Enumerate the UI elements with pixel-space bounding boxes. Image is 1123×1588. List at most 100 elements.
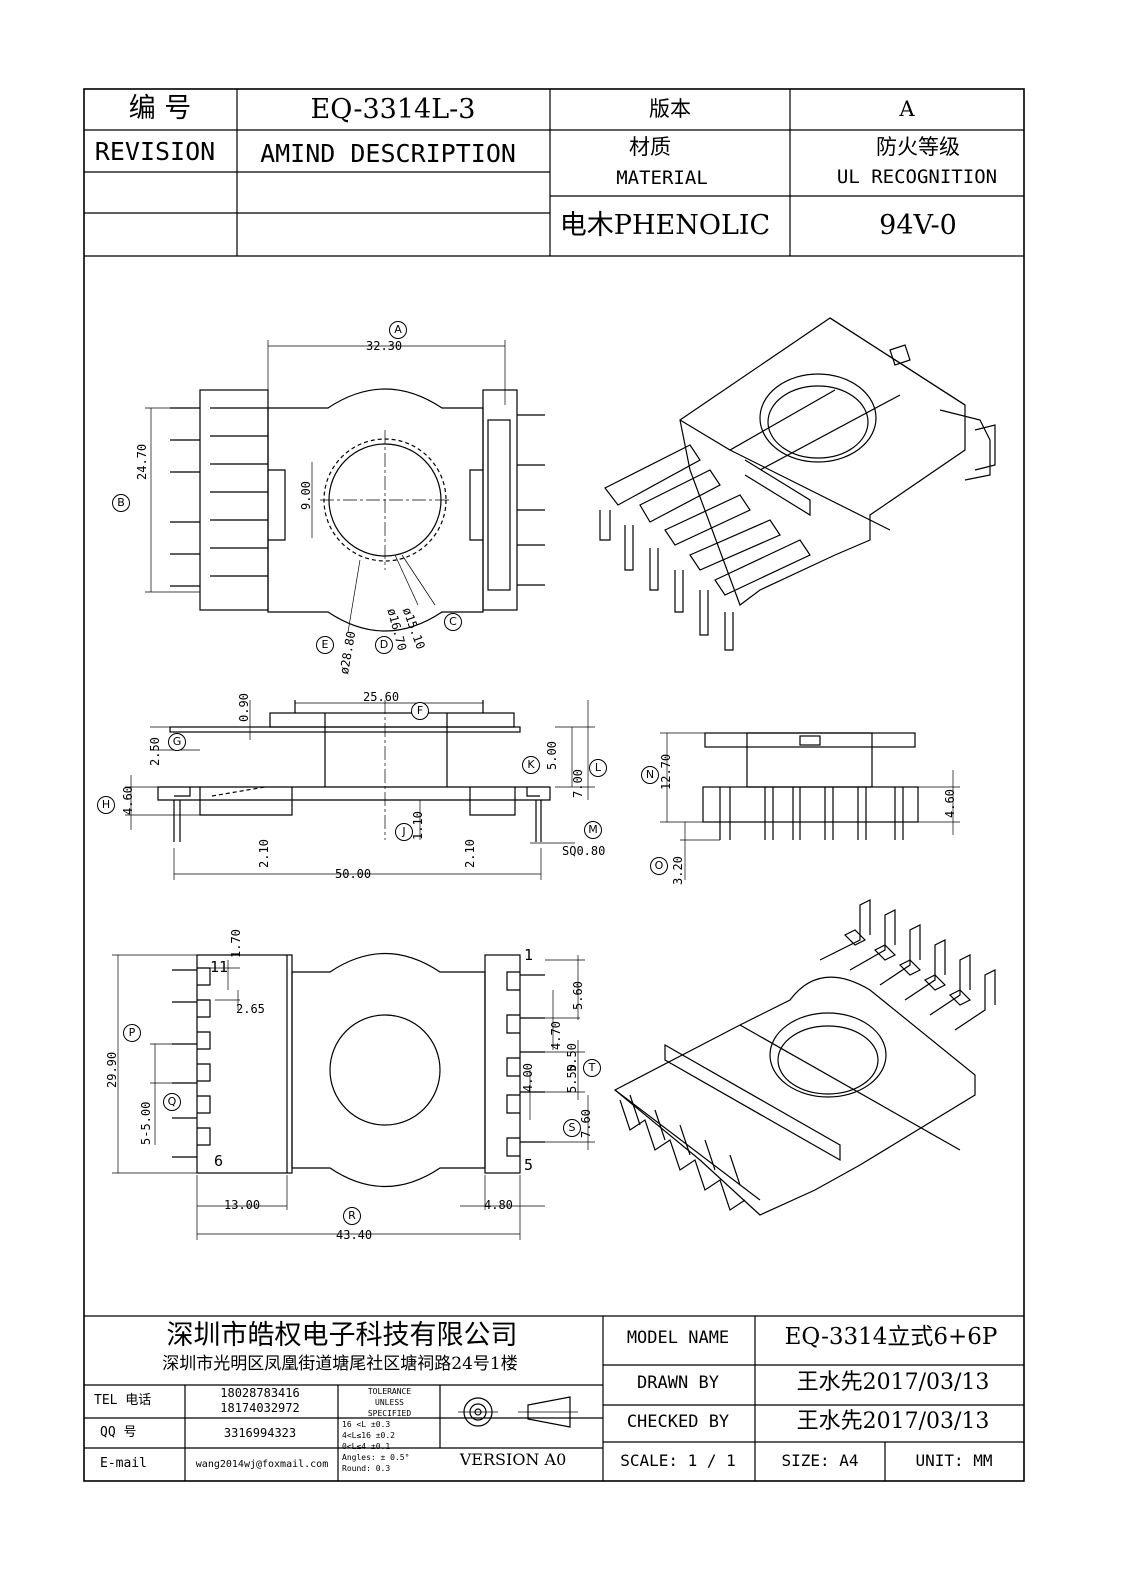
material-value: 电木PHENOLIC	[559, 210, 771, 241]
balloon-n: N	[641, 766, 659, 784]
top-view-dims	[145, 340, 506, 633]
front-view-dims	[125, 700, 595, 880]
dim-550-b: 5.50	[565, 1064, 579, 1093]
model-name-label: MODEL NAME	[626, 1328, 730, 1348]
bottom-view-dims	[112, 954, 595, 1240]
dim-560: 5.60	[571, 981, 585, 1010]
sheet-frame	[83, 88, 1025, 1482]
version-label: 版本	[649, 97, 691, 121]
side-view-dims	[660, 732, 960, 880]
title-block-grid	[84, 1315, 1024, 1481]
dim-q: 5-5.00	[139, 1101, 153, 1145]
balloon-t: T	[583, 1059, 601, 1077]
size-text: SIZE: A4	[781, 1451, 859, 1470]
dim-170: 1.70	[229, 929, 243, 958]
amend-description-label: AMIND DESCRIPTION	[260, 139, 516, 168]
tel-label: TEL 电话	[94, 1393, 152, 1408]
version-value: A	[899, 97, 915, 121]
dim-g: 2.50	[148, 737, 162, 766]
dim-460-side: 4.60	[943, 789, 957, 818]
dim-h: 4.60	[121, 786, 135, 815]
company-address: 深圳市光明区凤凰街道塘尾社区塘祠路24号1楼	[162, 1354, 518, 1374]
bottom-view-outline	[172, 952, 545, 1188]
top-view-outline	[170, 388, 545, 632]
balloon-d: D	[375, 636, 393, 654]
balloon-j: J	[395, 823, 413, 841]
dim-090: 0.90	[237, 693, 251, 722]
tel-number-1: 18028783416	[220, 1386, 300, 1400]
balloon-r: R	[343, 1207, 361, 1225]
balloon-b: B	[112, 494, 130, 512]
dim-j: 1.10	[411, 811, 425, 840]
tolerance-line: 16 <L ±0.3	[342, 1420, 391, 1429]
dim-m: SQ0.80	[562, 844, 606, 858]
balloon-h: H	[97, 796, 115, 814]
material-label-cn: 材质	[629, 135, 671, 159]
isometric-view-top	[599, 317, 996, 651]
company-name: 深圳市皓权电子科技有限公司	[166, 1320, 518, 1351]
qq-number: 3316994323	[223, 1426, 297, 1440]
email-value: wang2014wj@foxmail.com	[195, 1459, 329, 1470]
dim-k: 5.00	[545, 741, 559, 770]
unit-text: UNIT: MM	[915, 1451, 993, 1470]
pin-number-11: 11	[210, 958, 229, 976]
balloon-s: S	[563, 1119, 581, 1137]
qq-label: QQ 号	[100, 1425, 137, 1440]
checked-by-value: 王水先2017/03/13	[796, 1409, 990, 1434]
dim-760: 7.60	[579, 1109, 593, 1138]
dim-p: 29.90	[105, 1051, 119, 1088]
tel-number-2: 18174032972	[220, 1401, 300, 1415]
dim-9: 9.00	[299, 481, 313, 510]
dim-r: 43.40	[336, 1228, 373, 1242]
balloon-a: A	[389, 321, 407, 339]
tolerance-line: Angles: ± 0.5°	[342, 1453, 410, 1462]
dim-n: 12.70	[659, 753, 673, 790]
tolerance-line: 4<L≤16 ±0.2	[342, 1431, 395, 1440]
header-grid	[84, 89, 1024, 257]
drawn-by-value: 王水先2017/03/13	[796, 1370, 990, 1395]
balloon-k: K	[522, 756, 540, 774]
ul-label-en: UL RECOGNITION	[836, 166, 998, 188]
front-view-outline	[157, 700, 551, 842]
tolerance-line: SPECIFIED	[367, 1409, 412, 1418]
scale-text: SCALE: 1 / 1	[620, 1451, 736, 1470]
model-name-value: EQ-3314立式6+6P	[784, 1324, 998, 1350]
ul-label-cn: 防火等级	[876, 135, 960, 159]
material-label-en: MATERIAL	[616, 167, 708, 189]
pin-number-6: 6	[214, 1152, 224, 1170]
pin-number-5: 5	[524, 1156, 534, 1174]
dim-480: 4.80	[484, 1198, 513, 1212]
dim-1300: 13.00	[224, 1198, 261, 1212]
dim-b: 24.70	[135, 443, 149, 480]
version-text: VERSION A0	[459, 1450, 567, 1469]
balloon-f: F	[411, 702, 429, 720]
tolerance-block: TOLERANCE UNLESS SPECIFIED 16 <L ±0.3 4<L≤16…	[342, 1386, 437, 1474]
dim-400: 4.00	[521, 1063, 535, 1092]
dim-210-left: 2.10	[257, 839, 271, 868]
tolerance-line: TOLERANCE	[367, 1387, 412, 1396]
side-view-outline	[702, 732, 919, 840]
balloon-e: E	[316, 636, 334, 654]
balloon-q: Q	[163, 1093, 181, 1111]
dim-470: 4.70	[549, 1021, 563, 1050]
dim-265: 2.65	[236, 1002, 265, 1016]
email-label: E-mail	[100, 1456, 147, 1471]
pin-number-1: 1	[524, 946, 534, 964]
drawn-by-label: DRAWN BY	[637, 1373, 719, 1393]
balloon-c: C	[444, 613, 462, 631]
balloon-m: M	[584, 821, 602, 839]
isometric-view-bottom	[613, 899, 996, 1216]
balloon-p: P	[123, 1024, 141, 1042]
tolerance-line: UNLESS	[375, 1398, 404, 1407]
dim-a: 32.30	[366, 339, 403, 353]
dim-l: 50.00	[335, 867, 372, 881]
dim-l-side: 7.00	[571, 769, 585, 798]
balloon-l: L	[589, 759, 607, 777]
balloon-g: G	[168, 733, 186, 751]
balloon-o: O	[650, 857, 668, 875]
ul-value: 94V-0	[879, 210, 957, 241]
tolerance-line: Round: 0.3	[342, 1464, 391, 1473]
projection-symbol	[458, 1396, 578, 1428]
